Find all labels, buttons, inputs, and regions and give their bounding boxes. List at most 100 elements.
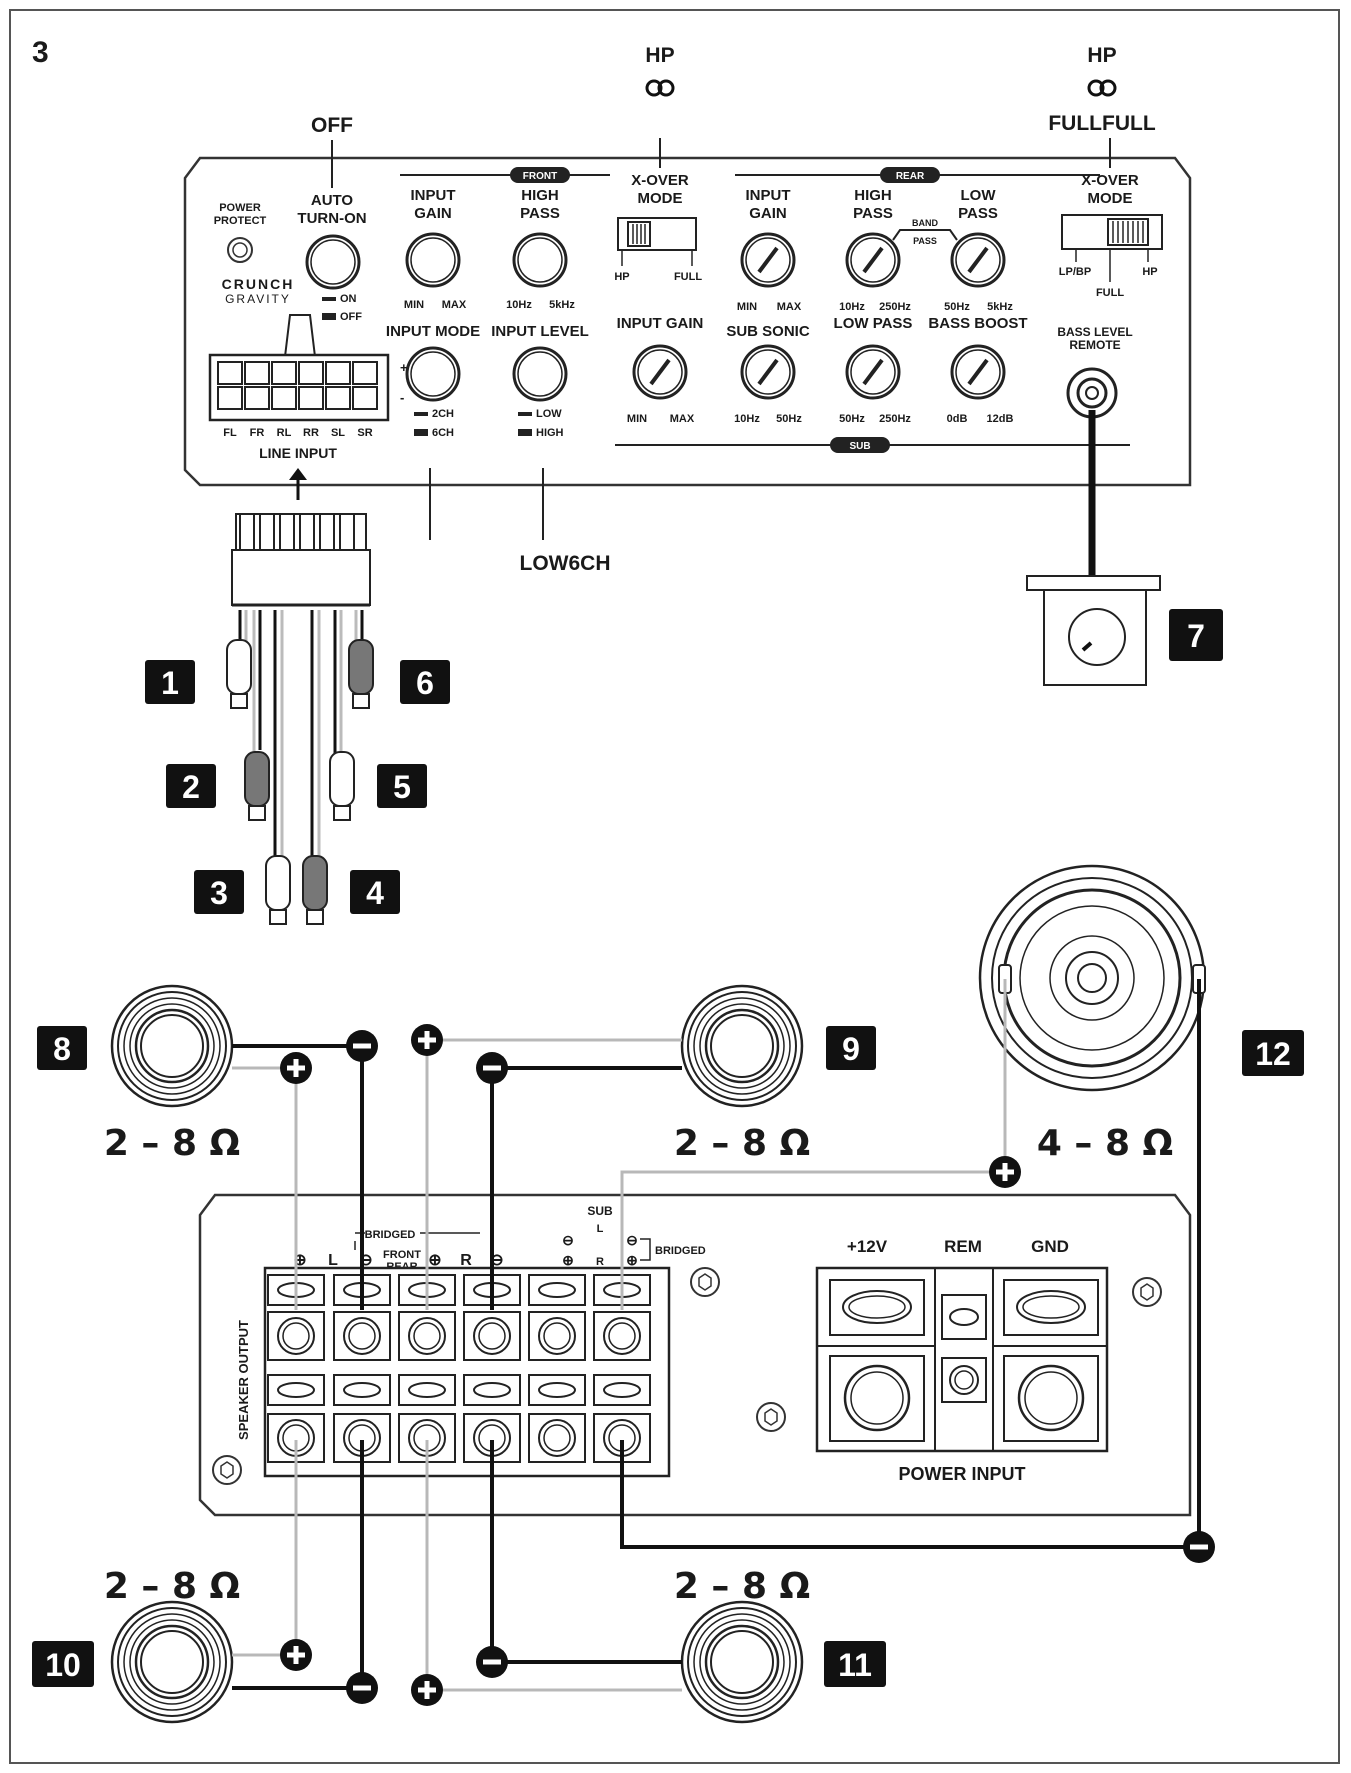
rca-plug-6[interactable] — [348, 639, 374, 709]
line-input-label: LINE INPUT — [259, 445, 337, 461]
rca-harness — [231, 513, 371, 860]
sub-low-pass-label: LOW PASS — [834, 315, 913, 332]
badge-7: 7 — [1187, 618, 1205, 654]
sub-label: SUB — [587, 1204, 613, 1218]
rear-input-gain-knob[interactable] — [740, 232, 796, 288]
front-xover-hp: HP — [614, 271, 629, 283]
left-label: L — [328, 1252, 338, 1269]
rear-xover-callout-top: HP — [1087, 44, 1116, 67]
front-xover-callout-icon — [645, 79, 675, 97]
badge-2: 2 — [182, 769, 200, 805]
svg-text:+: + — [400, 360, 408, 375]
input-setting-callout: LOW6CH — [520, 552, 611, 575]
sub-low-pass-max: 250Hz — [879, 413, 911, 425]
brand-top: CRUNCH — [222, 276, 295, 292]
speaker-terminal[interactable] — [398, 1311, 456, 1361]
badge-11: 11 — [838, 1647, 872, 1683]
sub-input-gain-min: MIN — [627, 413, 647, 425]
sub-sonic-max: 50Hz — [776, 413, 802, 425]
svg-text:⊕: ⊕ — [626, 1252, 638, 1268]
speaker-9 — [680, 984, 804, 1108]
front-high-pass-knob[interactable] — [512, 232, 568, 288]
rear-xover-callout-bottom: FULLFULL — [1048, 112, 1155, 135]
figure-number: 3 — [32, 36, 49, 69]
rear-input-gain-min: MIN — [737, 301, 757, 313]
rca-plug-2[interactable] — [244, 751, 270, 821]
rear-low-pass-min: 50Hz — [944, 301, 970, 313]
rca-plug-1[interactable] — [226, 639, 252, 709]
sub-sonic-knob[interactable] — [740, 344, 796, 400]
rear-high-pass-knob[interactable] — [845, 232, 901, 288]
sub-low-pass-knob[interactable] — [845, 344, 901, 400]
speaker-terminal[interactable] — [593, 1311, 651, 1361]
terminal-gnd[interactable] — [1003, 1279, 1099, 1442]
speaker-terminal[interactable] — [528, 1311, 586, 1361]
node-plus-10 — [280, 1639, 312, 1671]
rear-input-gain-max: MAX — [777, 301, 802, 313]
input-level-knob[interactable] — [512, 346, 568, 402]
power-gnd-label: GND — [1031, 1237, 1069, 1256]
rear-xover-full: FULL — [1096, 287, 1124, 299]
rear-low-pass-knob[interactable] — [950, 232, 1006, 288]
speaker-12 — [978, 864, 1206, 1092]
node-minus-11 — [476, 1646, 508, 1678]
front-high-pass-max: 5kHz — [549, 299, 575, 311]
bass-boost-max: 12dB — [987, 413, 1014, 425]
svg-text:-: - — [400, 390, 404, 405]
speaker-terminal[interactable] — [528, 1413, 586, 1463]
rca-plug-4[interactable] — [302, 855, 328, 925]
bass-boost-label: BASS BOOST — [928, 315, 1027, 332]
terminal-rem[interactable] — [941, 1294, 987, 1403]
speaker-11 — [680, 1600, 804, 1724]
svg-text:⊕: ⊕ — [562, 1252, 574, 1268]
rca-plug-3[interactable] — [265, 855, 291, 925]
speaker-terminal[interactable] — [463, 1311, 521, 1361]
badge-12: 12 — [1255, 1036, 1291, 1072]
ch-rr: RR — [303, 427, 319, 439]
speaker-output-label: SPEAKER OUTPUT — [236, 1320, 251, 1440]
input-mode-knob[interactable] — [405, 346, 461, 402]
rear-xover-hp: HP — [1142, 266, 1157, 278]
rear-xover-lpbp: LP/BP — [1059, 266, 1091, 278]
power-protect-led — [227, 237, 253, 263]
input-level-low: LOW — [536, 408, 562, 420]
sub-r-label: R — [596, 1256, 604, 1268]
sub-sonic-label: SUB SONIC — [726, 323, 810, 340]
badge-3: 3 — [210, 875, 228, 911]
node-plus-12 — [989, 1156, 1021, 1188]
auto-turn-on-knob[interactable] — [305, 234, 361, 290]
input-level-high: HIGH — [536, 427, 564, 439]
front-xover-callout: HP — [645, 44, 674, 67]
node-minus-8 — [346, 1030, 378, 1062]
speaker-terminal[interactable] — [333, 1311, 391, 1361]
sub-input-gain-knob[interactable] — [632, 344, 688, 400]
bass-boost-knob[interactable] — [950, 344, 1006, 400]
sub-input-gain-max: MAX — [670, 413, 695, 425]
front-input-gain-max: MAX — [442, 299, 467, 311]
node-plus-9 — [411, 1024, 443, 1056]
badge-4: 4 — [366, 875, 384, 911]
node-plus-11 — [411, 1674, 443, 1706]
rear-high-pass-min: 10Hz — [839, 301, 865, 313]
speaker-10 — [110, 1600, 234, 1724]
ch-sr: SR — [357, 427, 372, 439]
bridged-top-label: BRIDGED — [365, 1229, 416, 1241]
sub-low-pass-min: 50Hz — [839, 413, 865, 425]
rca-plug-5[interactable] — [329, 751, 355, 821]
power-rem-label: REM — [944, 1237, 982, 1256]
speaker-terminal[interactable] — [267, 1311, 325, 1361]
terminal-12v[interactable] — [829, 1279, 925, 1442]
svg-text:⊖: ⊖ — [562, 1232, 574, 1248]
badge-6: 6 — [416, 665, 434, 701]
front-input-gain-knob[interactable] — [405, 232, 461, 288]
badge-8: 8 — [53, 1031, 71, 1067]
